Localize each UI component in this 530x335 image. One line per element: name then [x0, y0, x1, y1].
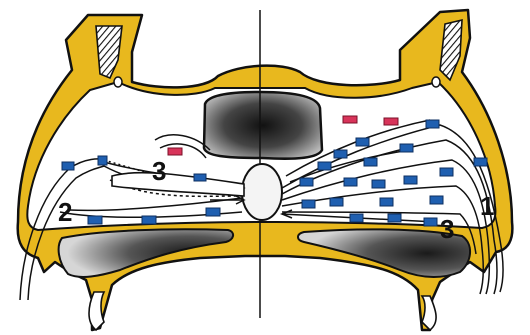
central-oval	[242, 164, 282, 220]
label-3-right: 3	[440, 214, 454, 244]
central-dark-body	[204, 92, 322, 159]
label-2: 2	[58, 197, 72, 227]
left-horn-node	[114, 77, 122, 87]
label-3-left: 3	[152, 156, 166, 186]
left-hook	[89, 292, 104, 330]
right-horn-node	[432, 77, 440, 87]
label-1: 1	[480, 191, 494, 221]
right-hook	[422, 296, 436, 330]
